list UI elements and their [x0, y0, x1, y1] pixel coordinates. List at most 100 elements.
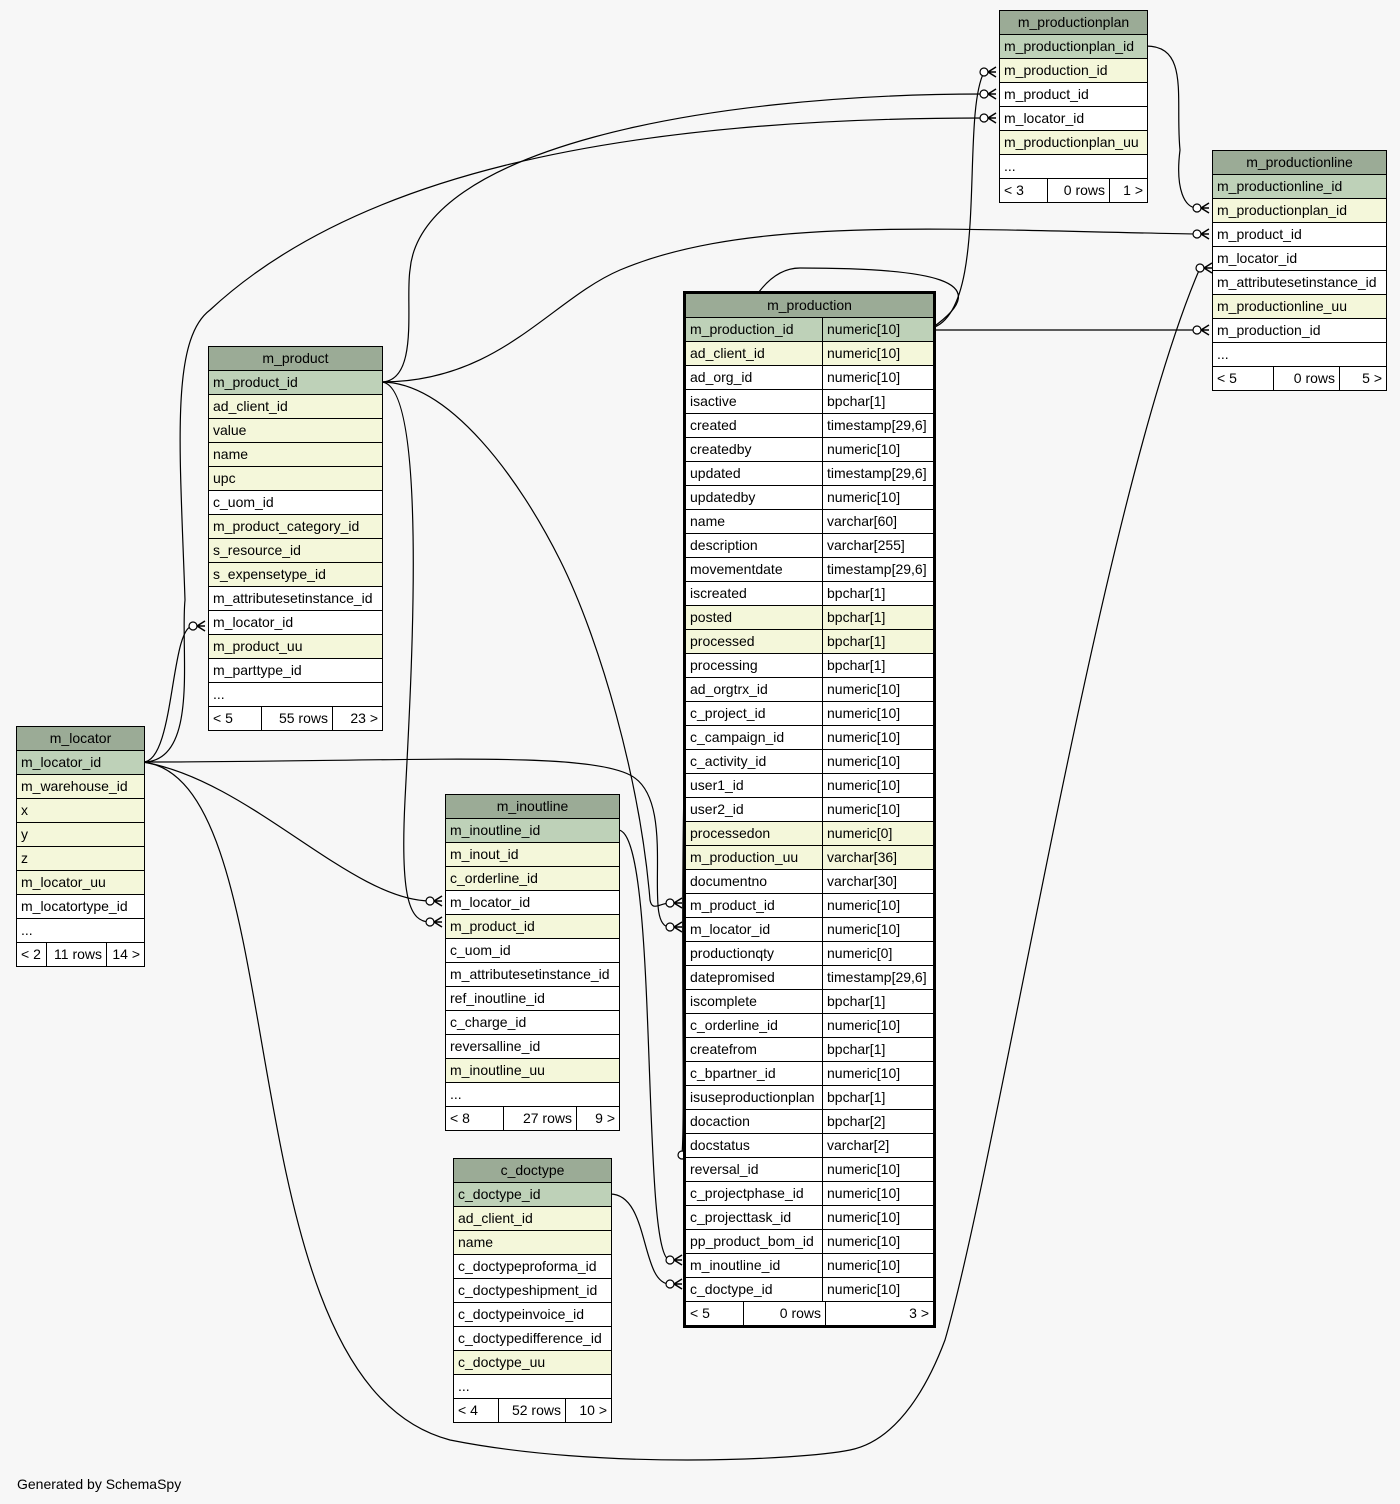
column-row[interactable]: x	[17, 799, 144, 823]
column-row[interactable]: ref_inoutline_id	[446, 987, 619, 1011]
column-row[interactable]: z	[17, 847, 144, 871]
table-title[interactable]: m_product	[209, 347, 382, 371]
parents-link[interactable]: < 2	[21, 946, 41, 962]
parents-link[interactable]: < 8	[450, 1110, 470, 1126]
column-row[interactable]: m_production_id	[1213, 319, 1386, 343]
column-row[interactable]: c_doctypeproforma_id	[454, 1255, 611, 1279]
column-row[interactable]: m_locator_id	[209, 611, 382, 635]
column-row[interactable]: m_warehouse_id	[17, 775, 144, 799]
column-row[interactable]: m_inout_id	[446, 843, 619, 867]
column-row[interactable]: ...	[17, 919, 144, 943]
column-row[interactable]: m_locator_uu	[17, 871, 144, 895]
column-row[interactable]: m_locatortype_id	[17, 895, 144, 919]
column-row[interactable]: m_attributesetinstance_id	[1213, 271, 1386, 295]
children-link[interactable]: 5 >	[1339, 367, 1386, 390]
table-title[interactable]: m_productionplan	[1000, 11, 1147, 35]
column-row[interactable]: ...	[1213, 343, 1386, 367]
children-link[interactable]: 3 >	[825, 1302, 933, 1325]
column-row[interactable]: c_orderline_id	[446, 867, 619, 891]
column-row[interactable]: m_product_id	[446, 915, 619, 939]
column-row[interactable]: m_product_uu	[209, 635, 382, 659]
children-link[interactable]: 14 >	[106, 943, 144, 966]
column-row[interactable]: reversalline_id	[446, 1035, 619, 1059]
children-link[interactable]: 10 >	[565, 1399, 611, 1422]
column-row[interactable]: name	[209, 443, 382, 467]
table-title[interactable]: c_doctype	[454, 1159, 611, 1183]
column-row[interactable]: m_product_id	[1213, 223, 1386, 247]
column-row[interactable]: ...	[446, 1083, 619, 1107]
children-link[interactable]: 23 >	[332, 707, 382, 730]
column-row[interactable]: m_inoutline_uu	[446, 1059, 619, 1083]
column-row[interactable]: ...	[209, 683, 382, 707]
column-row[interactable]: s_resource_id	[209, 539, 382, 563]
column-row[interactable]: c_doctype_uu	[454, 1351, 611, 1375]
column-row[interactable]: m_locator_id	[1213, 247, 1386, 271]
column-row[interactable]: m_product_category_id	[209, 515, 382, 539]
column-row[interactable]: m_attributesetinstance_id	[209, 587, 382, 611]
column-row[interactable]: c_charge_id	[446, 1011, 619, 1035]
parents-link[interactable]: < 5	[690, 1305, 710, 1321]
parents-link[interactable]: < 4	[458, 1402, 478, 1418]
column-row[interactable]: ...	[1000, 155, 1147, 179]
column-row[interactable]: m_productionline_id	[1213, 175, 1386, 199]
column-row[interactable]: c_doctypeinvoice_id	[454, 1303, 611, 1327]
column-row[interactable]: m_parttype_id	[209, 659, 382, 683]
column-row[interactable]: m_locator_id	[17, 751, 144, 775]
column-row[interactable]: m_locator_id	[446, 891, 619, 915]
column-row[interactable]: s_expensetype_id	[209, 563, 382, 587]
column-row[interactable]: value	[209, 419, 382, 443]
column-row[interactable]: m_product_id	[1000, 83, 1147, 107]
column-row[interactable]: ad_client_id	[454, 1207, 611, 1231]
column-row[interactable]: m_productionplan_id	[1000, 35, 1147, 59]
children-link[interactable]: 9 >	[576, 1107, 619, 1130]
table-title[interactable]: m_production	[686, 294, 933, 318]
parents-link[interactable]: < 5	[1217, 370, 1237, 386]
column-row[interactable]: y	[17, 823, 144, 847]
column-row[interactable]: m_inoutline_id	[446, 819, 619, 843]
column-row[interactable]: upc	[209, 467, 382, 491]
column-row[interactable]: name	[454, 1231, 611, 1255]
column-row[interactable]: m_productionplan_uu	[1000, 131, 1147, 155]
column-row[interactable]: c_doctypeshipment_id	[454, 1279, 611, 1303]
column-row[interactable]: ...	[454, 1375, 611, 1399]
column-row[interactable]: c_doctypedifference_id	[454, 1327, 611, 1351]
column-row[interactable]: ad_client_id	[209, 395, 382, 419]
children-link[interactable]: 1 >	[1109, 179, 1147, 202]
